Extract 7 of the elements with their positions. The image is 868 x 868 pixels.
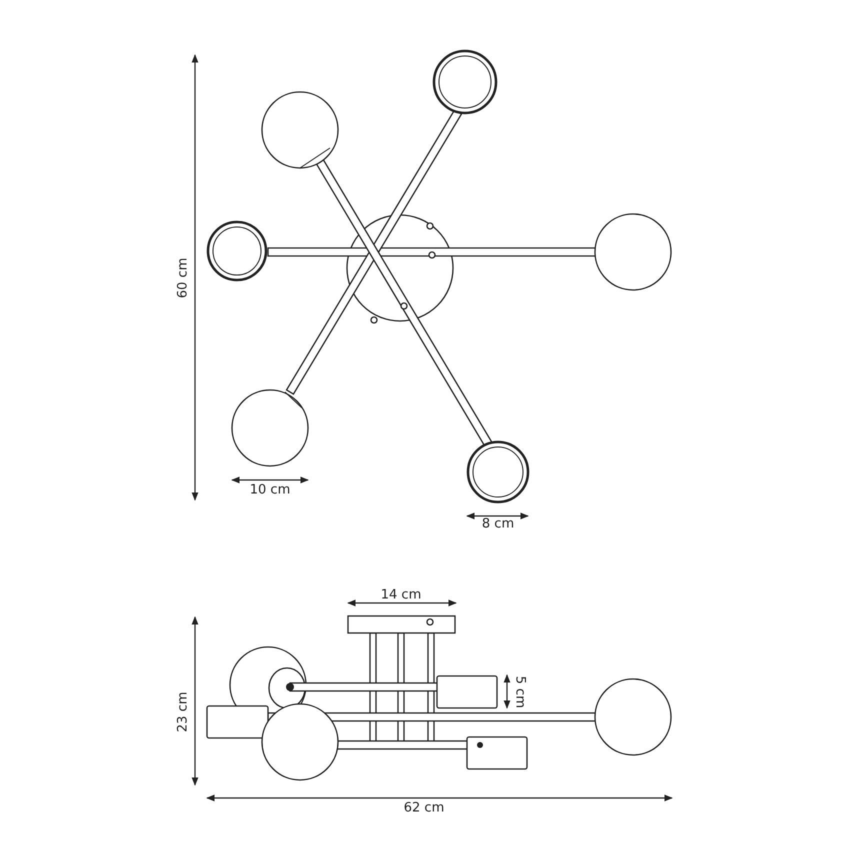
dimension-label: 5 cm: [512, 676, 528, 708]
dimension-label: 60 cm: [176, 258, 190, 298]
dimension-label: 10 cm: [250, 482, 290, 498]
dimension-label: 14 cm: [380, 588, 422, 602]
dimension-label: 23 cm: [176, 692, 190, 732]
dimension-label: 8 cm: [482, 516, 514, 532]
dimension-label: 62 cm: [404, 800, 444, 816]
